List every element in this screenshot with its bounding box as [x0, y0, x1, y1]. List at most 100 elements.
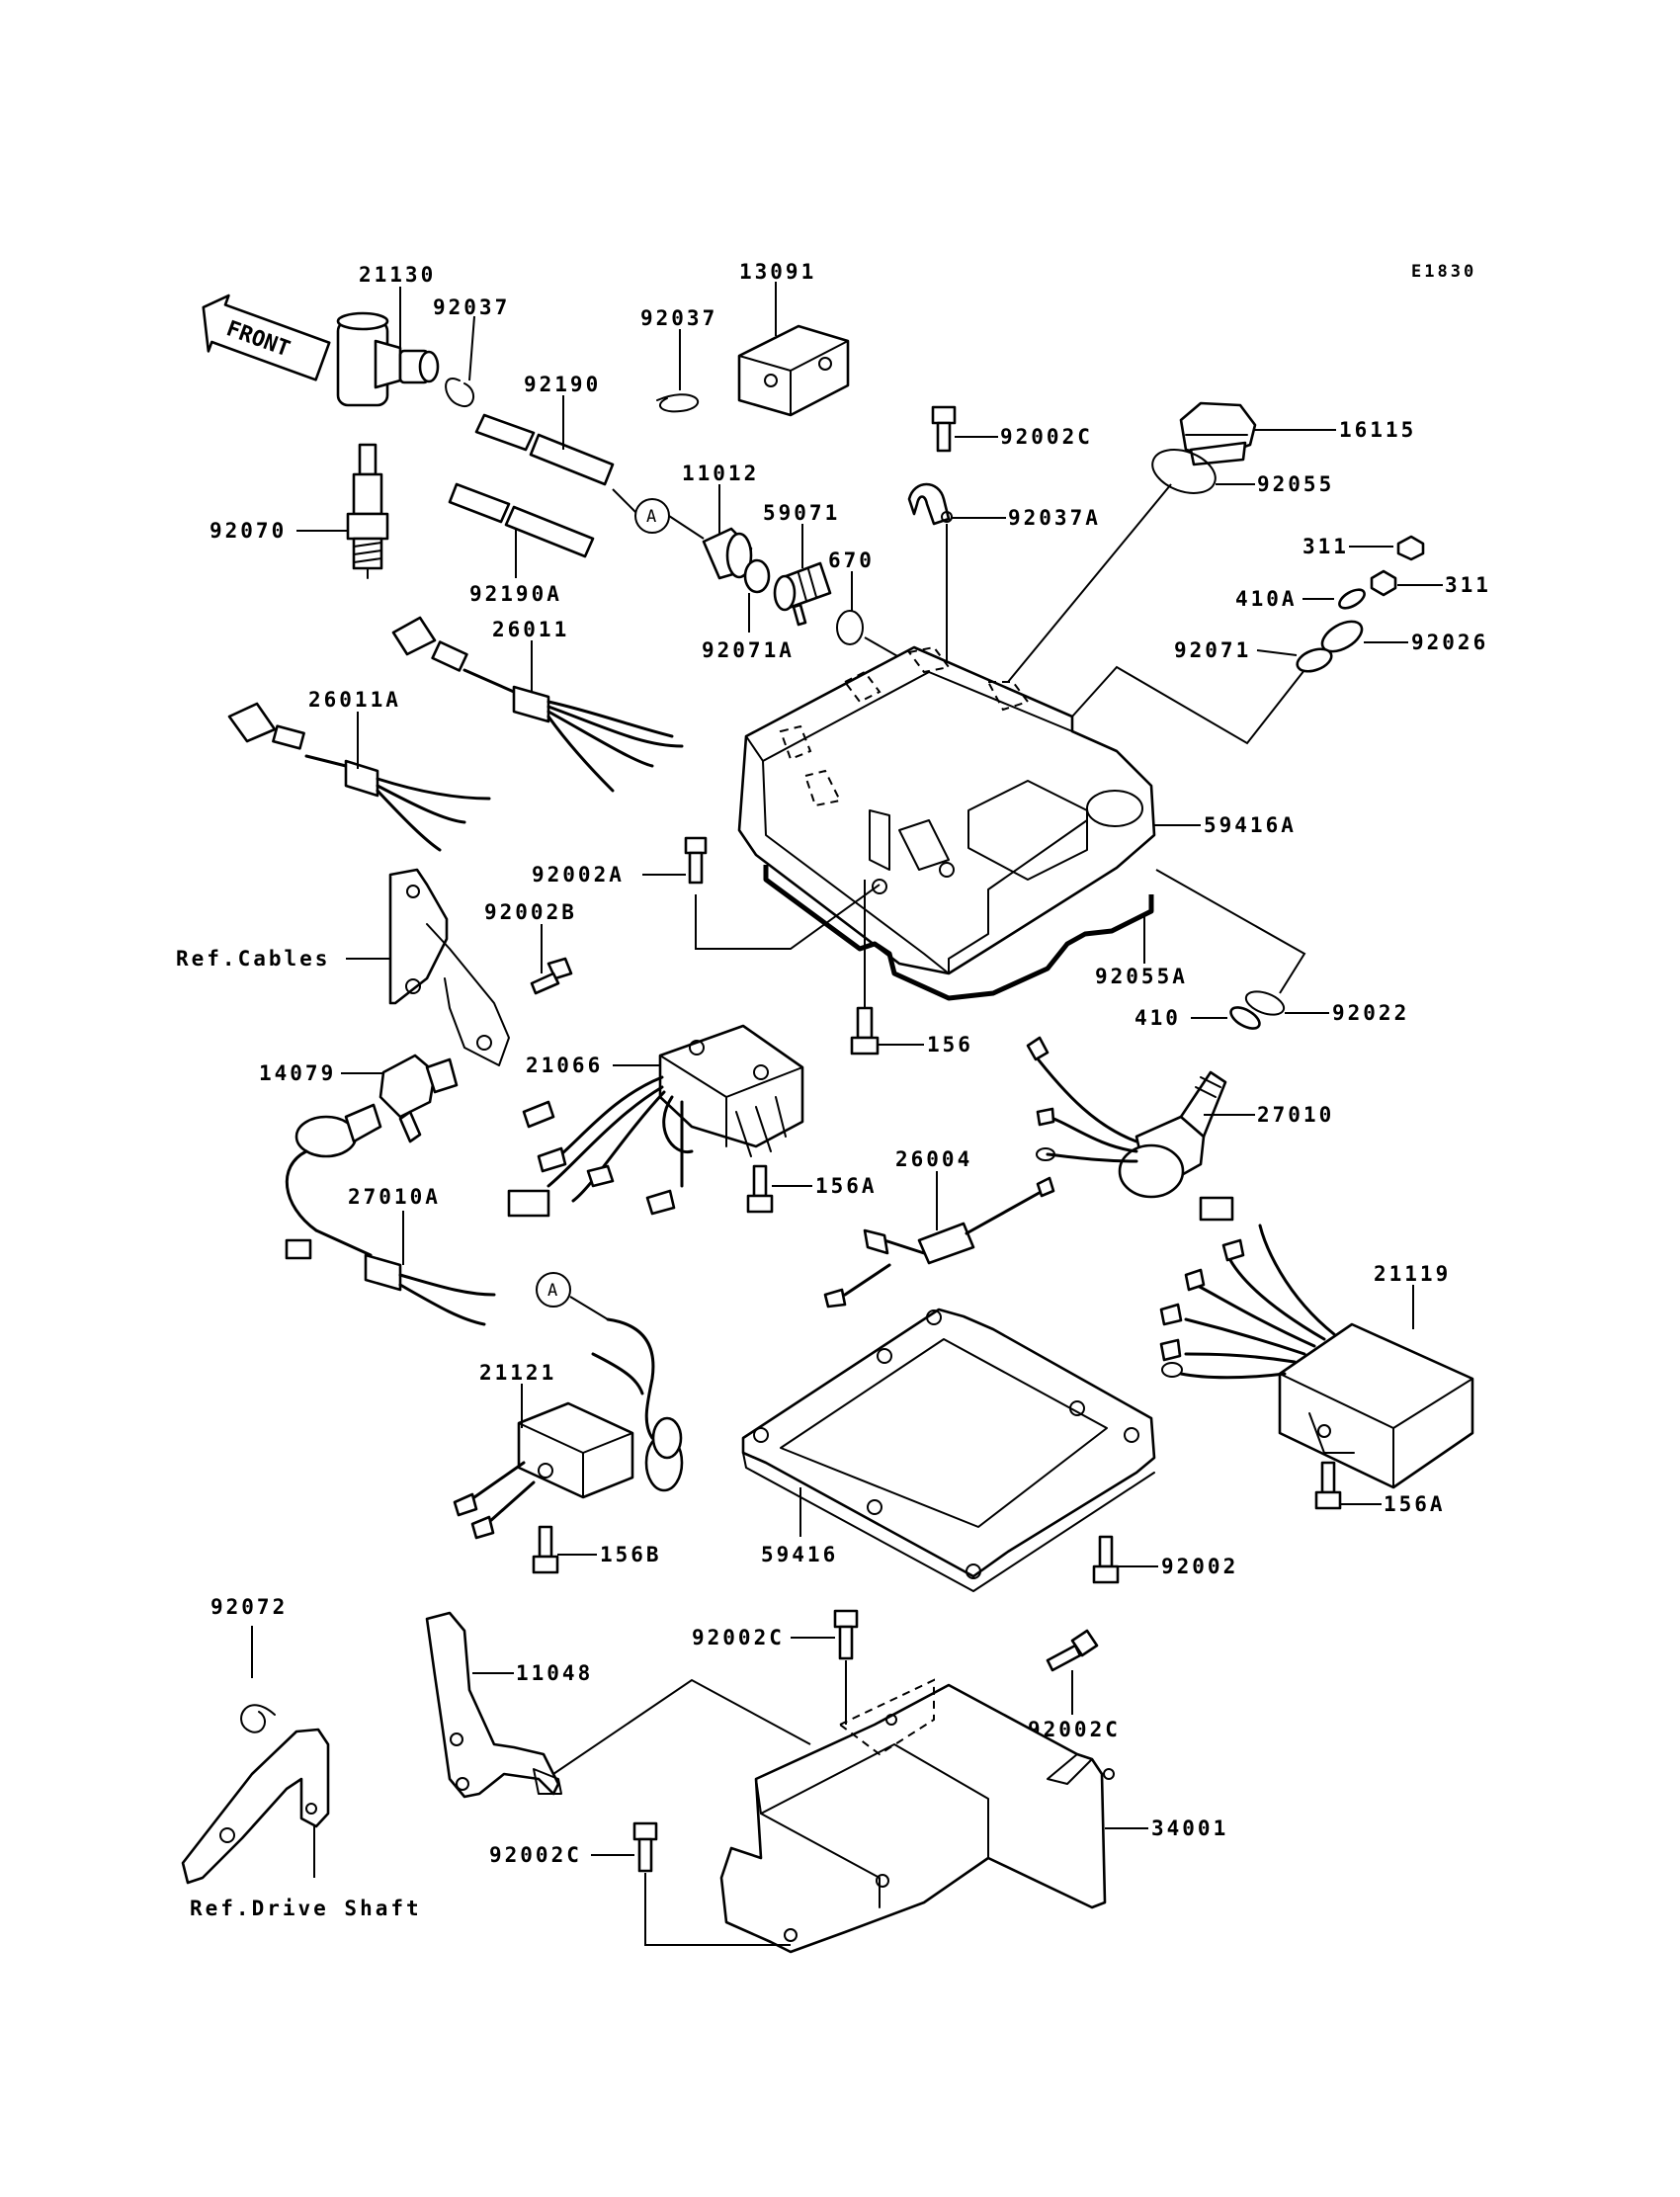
label-92002a: 92002A — [532, 863, 625, 887]
seal-ring-icon — [1244, 990, 1286, 1016]
bolt-icon — [1046, 1629, 1099, 1672]
bolt-icon — [684, 836, 708, 885]
label-27010: 27010 — [1257, 1103, 1334, 1127]
label-59416: 59416 — [761, 1543, 838, 1566]
label-11048: 11048 — [516, 1661, 593, 1685]
sensor-icon — [378, 1054, 459, 1143]
label-27010a: 27010A — [348, 1185, 441, 1209]
sensor-harness-icon — [285, 1103, 496, 1326]
label-92002c-top: 92002C — [1000, 425, 1093, 449]
diagram-code: E1830 — [1411, 262, 1476, 282]
label-59416a: 59416A — [1204, 813, 1297, 837]
electric-box-base-icon — [741, 1308, 1156, 1592]
spark-plug-icon — [346, 443, 389, 579]
bolt-icon — [833, 1609, 859, 1660]
temperature-sensor-icon — [1026, 1036, 1227, 1199]
label-13091: 13091 — [739, 260, 816, 284]
label-92037-b: 92037 — [640, 306, 717, 330]
label-92002c-low: 92002C — [489, 1843, 582, 1867]
callout-a-label: A — [646, 507, 656, 527]
hose-clip-icon — [445, 378, 474, 408]
cdi-unit-icon — [1159, 1196, 1474, 1489]
label-92070: 92070 — [210, 519, 287, 543]
label-156b: 156B — [600, 1543, 662, 1566]
filler-cap-icon — [1179, 401, 1257, 466]
bolt-icon — [746, 1164, 774, 1214]
label-410a: 410A — [1235, 587, 1298, 611]
wire-harness-icon — [391, 616, 684, 793]
callout-a-label: A — [547, 1281, 557, 1301]
label-311-b: 311 — [1445, 573, 1491, 597]
o-ring-icon — [1151, 449, 1217, 494]
label-92071a: 92071A — [702, 638, 795, 662]
bolt-icon — [632, 1821, 658, 1873]
bolt-icon — [532, 1525, 559, 1574]
label-92072: 92072 — [210, 1595, 288, 1619]
spark-plug-cap-icon — [336, 311, 440, 407]
label-156a-mid: 156A — [815, 1174, 878, 1198]
label-14079: 14079 — [259, 1061, 336, 1085]
bolt-icon — [850, 1006, 880, 1056]
case-gasket-icon — [763, 865, 1154, 1001]
grommet-icon — [743, 558, 771, 594]
tube-icon — [448, 482, 595, 558]
bolt-icon — [1092, 1535, 1120, 1584]
bolt-icon — [1314, 1461, 1342, 1510]
label-92055: 92055 — [1257, 472, 1334, 496]
label-92037a: 92037A — [1008, 506, 1101, 530]
wire-harness-icon — [227, 702, 491, 852]
label-311-a: 311 — [1302, 535, 1349, 558]
hose-clip-icon — [656, 393, 700, 413]
label-26011: 26011 — [492, 618, 569, 641]
electric-box-case-icon — [737, 645, 1156, 975]
resistor-icon — [823, 1176, 1055, 1309]
grommet-icon — [1320, 620, 1364, 653]
boot-cap-icon — [702, 527, 753, 580]
cable-bracket-icon — [388, 868, 510, 1066]
label-34001: 34001 — [1151, 1817, 1228, 1840]
bolt-icon — [931, 405, 957, 453]
o-ring-icon — [836, 610, 864, 645]
label-92055a: 92055A — [1095, 965, 1188, 988]
drive-shaft-bracket-icon — [181, 1728, 330, 1885]
label-92190: 92190 — [524, 373, 601, 396]
label-92190a: 92190A — [469, 582, 562, 606]
ignition-coil-icon — [453, 1317, 684, 1540]
label-92026: 92026 — [1411, 631, 1488, 654]
terminal-block-icon — [737, 324, 850, 417]
label-21066: 21066 — [526, 1054, 603, 1077]
label-92037: 92037 — [433, 296, 510, 319]
label-92022: 92022 — [1332, 1001, 1409, 1025]
hose-clip-icon — [240, 1704, 276, 1733]
label-ref-cables: Ref.Cables — [176, 947, 330, 971]
label-16115: 16115 — [1339, 418, 1416, 442]
label-670: 670 — [828, 549, 875, 572]
nut-icon — [1396, 535, 1425, 561]
label-21121: 21121 — [479, 1361, 556, 1385]
clamp-icon — [907, 482, 953, 526]
mounting-plate-icon — [719, 1678, 1115, 1954]
label-92002c-mid: 92002C — [692, 1626, 785, 1649]
washer-icon — [1338, 588, 1366, 610]
grommet-icon — [1296, 647, 1333, 673]
regulator-icon — [507, 1024, 804, 1218]
label-26011a: 26011A — [308, 688, 401, 712]
label-410: 410 — [1134, 1006, 1181, 1030]
tube-icon — [474, 413, 615, 486]
nut-icon — [1370, 569, 1397, 597]
label-21119: 21119 — [1374, 1262, 1451, 1286]
washer-icon — [1229, 1006, 1261, 1030]
label-21130: 21130 — [359, 263, 436, 287]
front-arrow-icon: FRONT — [202, 294, 331, 381]
callout-a-icon — [536, 1272, 571, 1308]
label-ref-drive-shaft: Ref.Drive Shaft — [190, 1897, 422, 1920]
label-92002: 92002 — [1161, 1555, 1238, 1578]
label-92002b: 92002B — [484, 900, 577, 924]
label-26004: 26004 — [895, 1147, 972, 1171]
mounting-bracket-icon — [425, 1611, 562, 1799]
label-59071: 59071 — [763, 501, 840, 525]
label-156: 156 — [927, 1033, 973, 1056]
label-156a-right: 156A — [1384, 1492, 1446, 1516]
cable-fitting-icon — [773, 561, 832, 627]
